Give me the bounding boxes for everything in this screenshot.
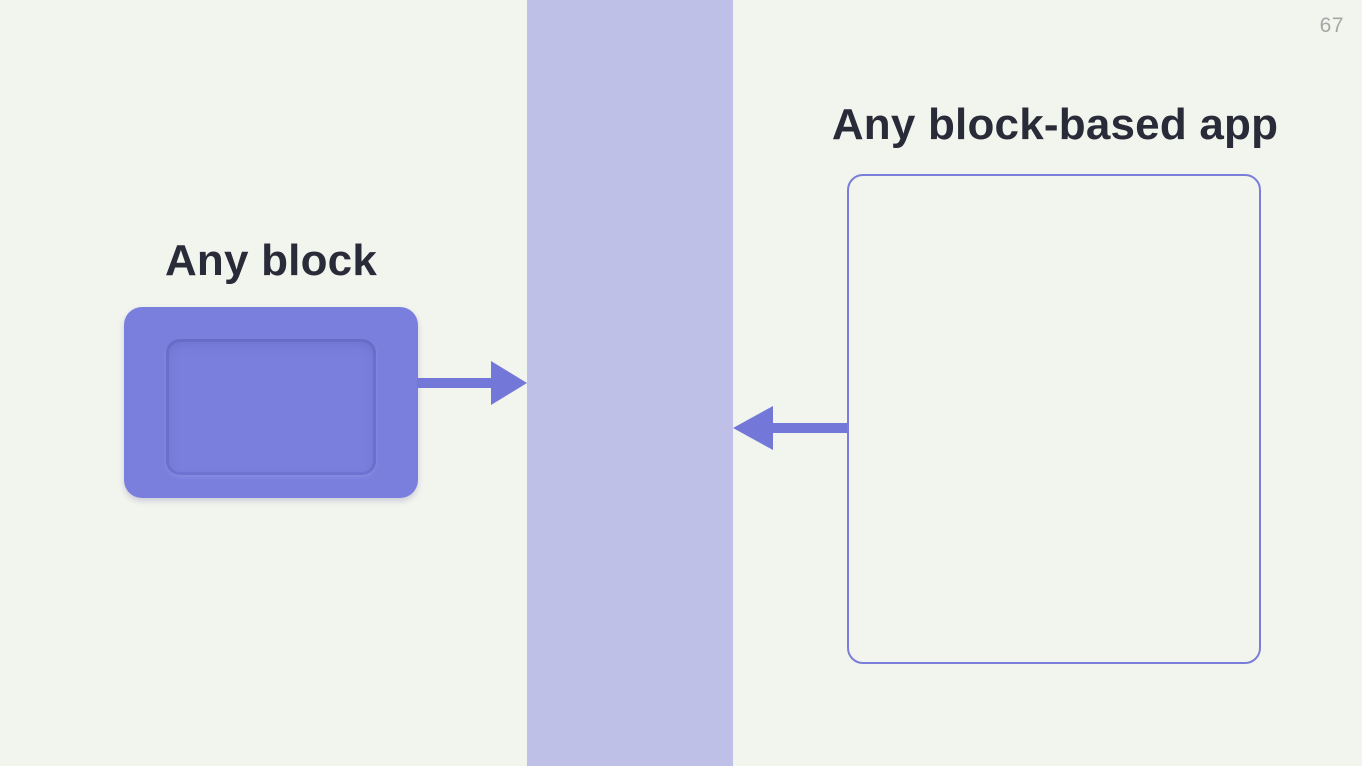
right-arrow-shaft: [417, 378, 495, 388]
connector-band: [527, 0, 733, 766]
left-arrow-shaft: [771, 423, 847, 433]
block-title: Any block: [164, 236, 378, 285]
app-box-outline: [847, 174, 1261, 664]
right-arrow-head: [491, 361, 527, 405]
block-inner-panel: [166, 339, 376, 475]
left-arrow-icon: [733, 406, 847, 450]
left-arrow-head: [733, 406, 773, 450]
page-number: 67: [1319, 14, 1344, 37]
right-arrow-icon: [417, 361, 527, 405]
app-box-title: Any block-based app: [831, 100, 1279, 149]
block-shape: [124, 307, 418, 498]
